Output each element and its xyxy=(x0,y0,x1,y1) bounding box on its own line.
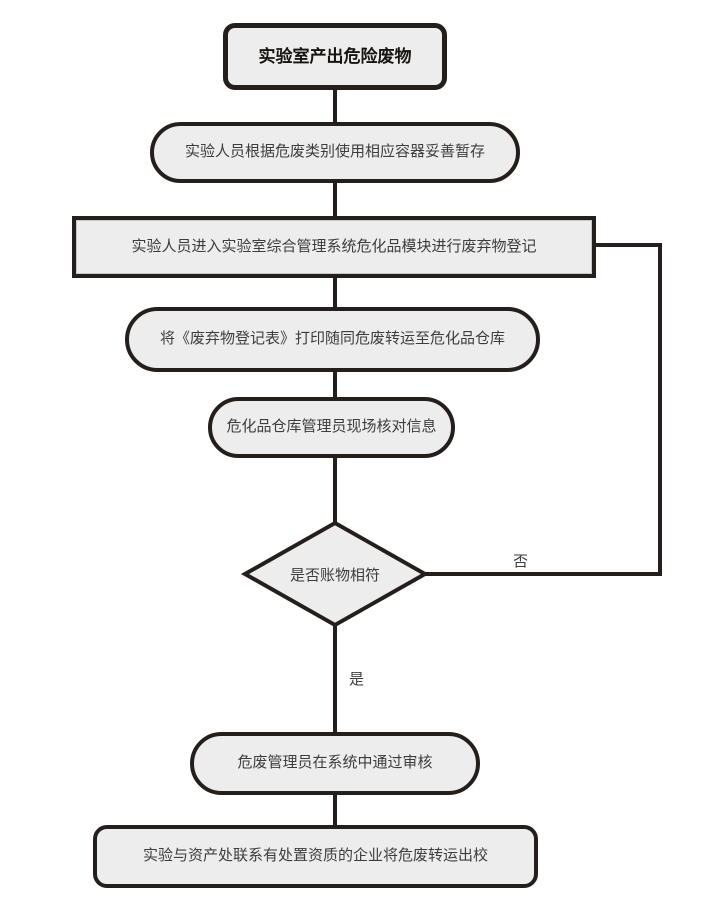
edge-label-yes: 是 xyxy=(349,671,365,688)
node-start-label: 实验室产出危险废物 xyxy=(258,46,412,66)
edge-label-no: 否 xyxy=(513,553,529,570)
node-print-and-transfer-label: 将《废弃物登记表》打印随同危废转运至危化品仓库 xyxy=(159,330,505,348)
decision-diamond-shape xyxy=(240,520,430,628)
node-end-label: 实验与资产处联系有处置资质的企业将危废转运出校 xyxy=(142,847,488,865)
node-warehouse-check: 危化品仓库管理员现场核对信息 xyxy=(208,397,455,458)
node-decision: 是否账物相符 xyxy=(245,524,425,624)
node-end: 实验与资产处联系有处置资质的企业将危废转运出校 xyxy=(93,825,538,888)
node-system-registration: 实验人员进入实验室综合管理系统危化品模块进行废弃物登记 xyxy=(72,216,596,278)
node-temporary-storage: 实验人员根据危废类别使用相应容器妥善暂存 xyxy=(150,122,520,183)
node-system-approval: 危废管理员在系统中通过审核 xyxy=(190,732,480,795)
node-temporary-storage-label: 实验人员根据危废类别使用相应容器妥善暂存 xyxy=(184,143,485,161)
node-print-and-transfer: 将《废弃物登记表》打印随同危废转运至危化品仓库 xyxy=(125,307,540,372)
connector-decision-no-feedback xyxy=(423,243,662,576)
node-start: 实验室产出危险废物 xyxy=(223,23,447,90)
node-system-registration-label: 实验人员进入实验室综合管理系统危化品模块进行废弃物登记 xyxy=(131,237,537,255)
node-decision-label: 是否账物相符 xyxy=(289,566,380,584)
node-system-approval-label: 危废管理员在系统中通过审核 xyxy=(237,754,433,772)
node-warehouse-check-label: 危化品仓库管理员现场核对信息 xyxy=(226,418,437,436)
